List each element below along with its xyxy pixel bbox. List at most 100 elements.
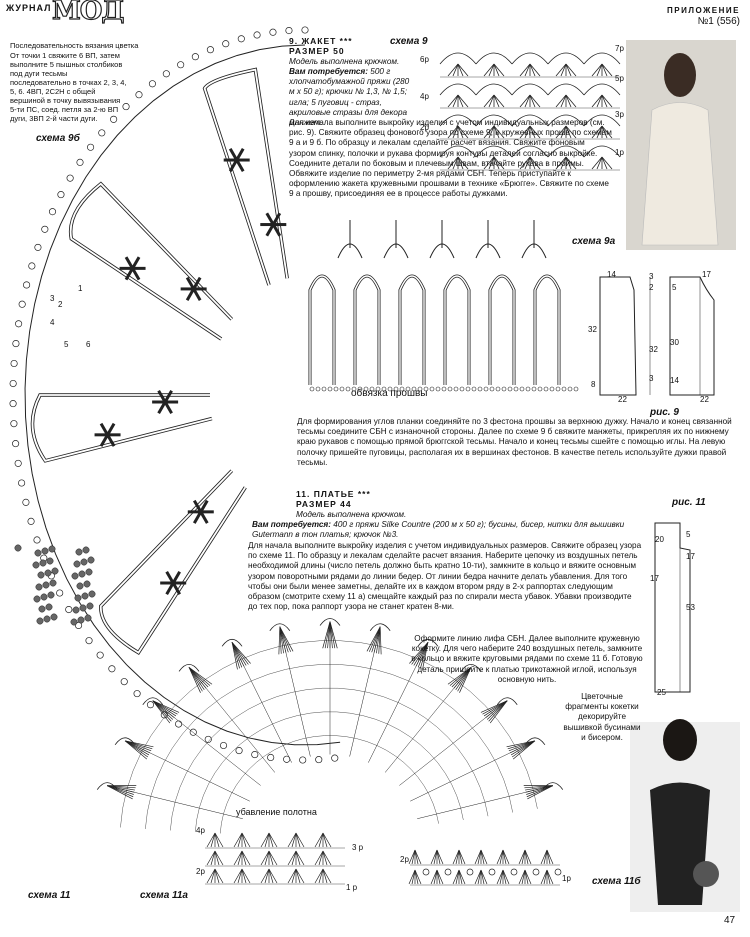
stitch-mark [519, 156, 531, 170]
chain-arc [439, 114, 477, 127]
article9-needs-text: 500 г хлопчатобумажной пряжи (280 м х 50… [289, 67, 410, 128]
scallop-loop [267, 753, 275, 762]
shell-stitch [124, 740, 153, 750]
article11-title: 11. ПЛАТЬЕ *** [296, 489, 371, 499]
shell-stitch [279, 626, 284, 654]
bead [81, 592, 89, 600]
stitch-mark [488, 94, 495, 108]
shell-stitch [279, 626, 294, 652]
ring-stitch [488, 868, 496, 876]
scallop-loop [235, 747, 243, 755]
shell-stitch [107, 785, 136, 789]
scallop-loop [146, 701, 155, 709]
stitch-mark [457, 63, 469, 77]
v-stitch [206, 868, 216, 884]
v-stitch [295, 868, 305, 884]
model-head [663, 719, 697, 761]
shell-stitch [279, 626, 287, 653]
chain-arc [547, 83, 585, 96]
shell-stitch [510, 740, 536, 756]
v-stitch [295, 832, 301, 848]
v-stitch [237, 850, 243, 866]
article11-paragraph-1: Для начала выполните выкройку изделия с … [248, 541, 642, 612]
v-stitch [295, 850, 305, 866]
shell-stitch [188, 667, 207, 689]
schema-11-label: схема 11 [28, 890, 71, 901]
journal-prefix: ЖУРНАЛ [6, 3, 52, 13]
flower-number: 5 [64, 340, 69, 349]
v-stitch [268, 868, 274, 884]
v-stitch [518, 869, 526, 885]
scallop-loop [301, 26, 309, 34]
chain-arc [439, 145, 477, 158]
ring-stitch [532, 868, 540, 876]
v-stitch [458, 869, 466, 885]
scallop-loop [9, 400, 17, 408]
stitch-mark [601, 94, 608, 108]
v-stitch [546, 849, 554, 865]
supplement-number: №1 (556) [697, 16, 740, 27]
v-stitch [408, 849, 416, 865]
chain-arc [583, 145, 621, 158]
scallop-loop [12, 440, 20, 448]
row-label: 3 р [352, 843, 364, 852]
v-stitch [521, 849, 526, 865]
stitch-mark [565, 94, 577, 108]
v-stitch [458, 869, 463, 885]
v-stitch [408, 869, 416, 885]
scallop-loop [34, 243, 42, 251]
bead [84, 614, 92, 622]
shell-arc [542, 782, 564, 790]
v-stitch [314, 832, 324, 848]
bead [73, 560, 81, 568]
chain-arc [547, 145, 585, 158]
edging-picot [513, 386, 519, 392]
bead [39, 559, 47, 567]
stitch-mark [529, 94, 541, 108]
chain-arc [475, 114, 513, 127]
stitch-mark [560, 125, 567, 139]
row-label: 2р [196, 867, 205, 876]
article11-size: РАЗМЕР 44 [296, 499, 352, 509]
shell-stitch [188, 667, 211, 686]
stitch-mark [529, 63, 536, 77]
shell-stitch [525, 785, 553, 793]
bead [75, 548, 83, 556]
v-stitch [436, 869, 444, 885]
v-stitch [237, 832, 243, 848]
shell-stitch [152, 700, 177, 717]
stitch-mark [601, 156, 613, 170]
bruges-tape [99, 469, 247, 656]
stitch-mark [457, 156, 464, 170]
edging-picot [477, 386, 483, 392]
chain-arc [475, 83, 513, 96]
shell-stitch [152, 700, 172, 722]
v-stitch [291, 868, 297, 884]
edging-picot [375, 386, 381, 392]
page-number: 47 [724, 915, 736, 926]
stitch-mark [601, 94, 613, 108]
stitch-mark [591, 63, 603, 77]
v-stitch [414, 849, 422, 865]
fan-row-arc [220, 735, 439, 834]
scallop-loop [110, 115, 118, 123]
scallop-loop [98, 129, 106, 137]
stitch-mark [524, 156, 531, 170]
front-piece [599, 276, 637, 396]
article11-needs-label: Вам потребуется: [252, 520, 331, 529]
stitch-mark [457, 125, 469, 139]
v-stitch [521, 869, 526, 885]
v-stitch [268, 868, 278, 884]
stitch-mark [447, 94, 459, 108]
v-stitch [502, 869, 510, 885]
v-stitch [264, 850, 270, 866]
stitch-mark [447, 63, 459, 77]
edging-picot [531, 386, 537, 392]
edging-picot [519, 386, 525, 392]
insertion-loop-inner [534, 275, 560, 385]
shell-stitch [124, 740, 148, 760]
flower-center [170, 580, 177, 587]
row-label: 2р [400, 855, 409, 864]
chain-arc [439, 83, 477, 96]
shell-stitch [512, 740, 536, 760]
